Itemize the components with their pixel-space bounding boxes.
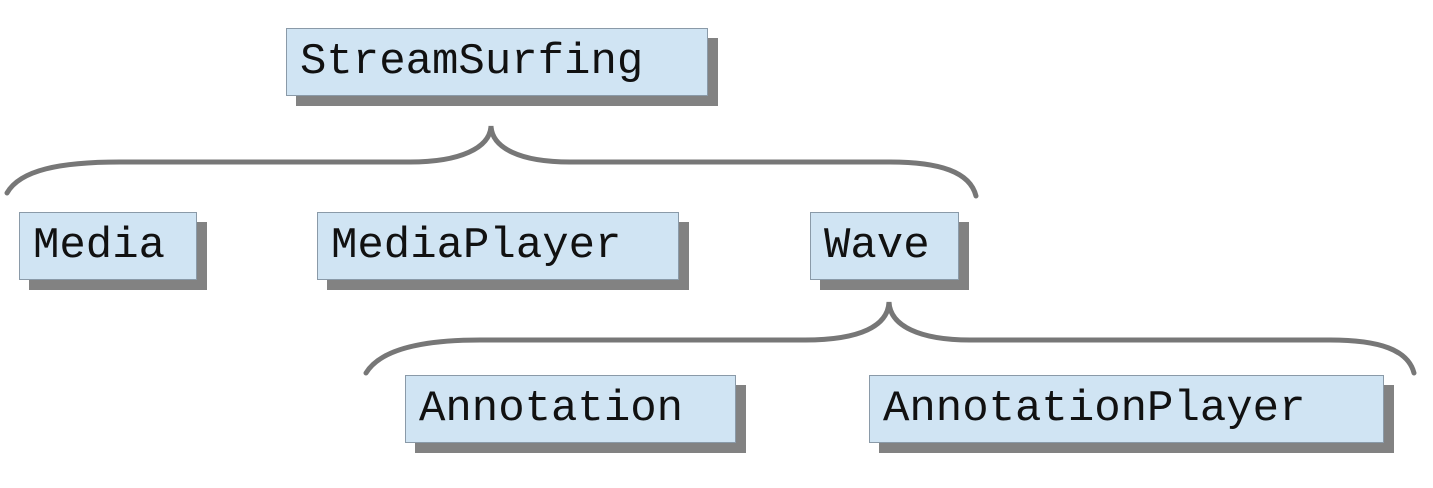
node-label: AnnotationPlayer	[883, 384, 1306, 434]
node-media: Media	[19, 212, 197, 280]
node-label: Annotation	[419, 384, 684, 434]
node-streamsurfing: StreamSurfing	[286, 28, 708, 96]
brace-wave-children	[363, 301, 1417, 376]
node-label: Wave	[824, 221, 930, 271]
node-annotation: Annotation	[405, 375, 736, 443]
node-label: Media	[33, 221, 166, 271]
node-mediaplayer: MediaPlayer	[317, 212, 679, 280]
node-wave: Wave	[810, 212, 959, 280]
brace-streamsurfing-children	[4, 125, 979, 199]
node-label: StreamSurfing	[300, 37, 644, 87]
node-label: MediaPlayer	[331, 221, 622, 271]
node-annotationplayer: AnnotationPlayer	[869, 375, 1384, 443]
